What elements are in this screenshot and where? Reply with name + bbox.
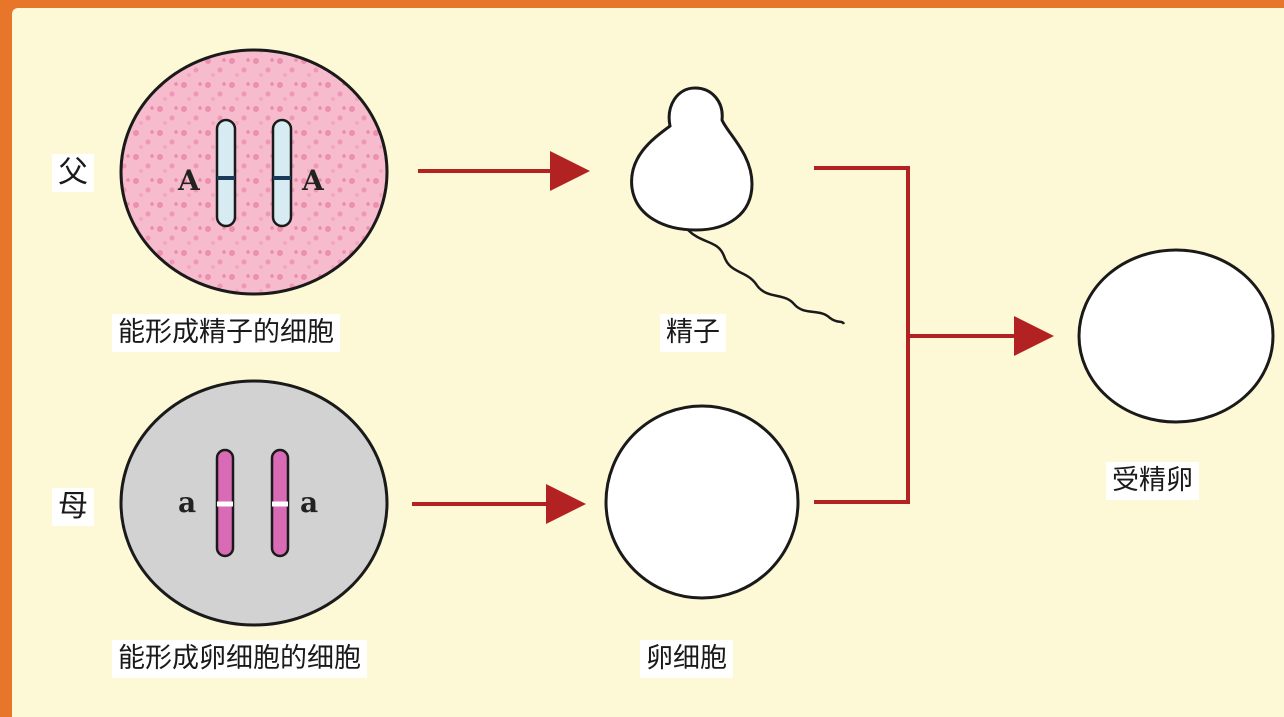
diagram-svg: A A a a [119,48,1275,627]
father-chromosome-right [271,118,293,228]
sperm-label: 精子 [660,314,726,352]
fertilization-bracket [814,166,910,504]
zygote-label: 受精卵 [1106,462,1199,500]
father-chromosome-left [215,118,237,228]
mother-allele-left: a [178,486,196,519]
sperm-cell [630,86,846,325]
mother-chromosome-left [215,448,235,558]
father-cell: A A [119,48,389,296]
father-allele-left: A [177,164,201,197]
diagram-canvas: A A a a [12,8,1284,717]
egg-label: 卵细胞 [640,640,733,678]
egg-producing-cell-label: 能形成卵细胞的细胞 [112,640,367,678]
father-allele-right: A [301,164,325,197]
mother-cell: a a [119,379,389,627]
mother-label: 母 [52,488,94,526]
zygote-cell [1077,248,1275,424]
father-label: 父 [52,154,94,192]
mother-chromosome-right [270,448,290,558]
egg-cell [604,404,800,600]
mother-allele-right: a [300,486,318,519]
sperm-producing-cell-label: 能形成精子的细胞 [112,314,340,352]
